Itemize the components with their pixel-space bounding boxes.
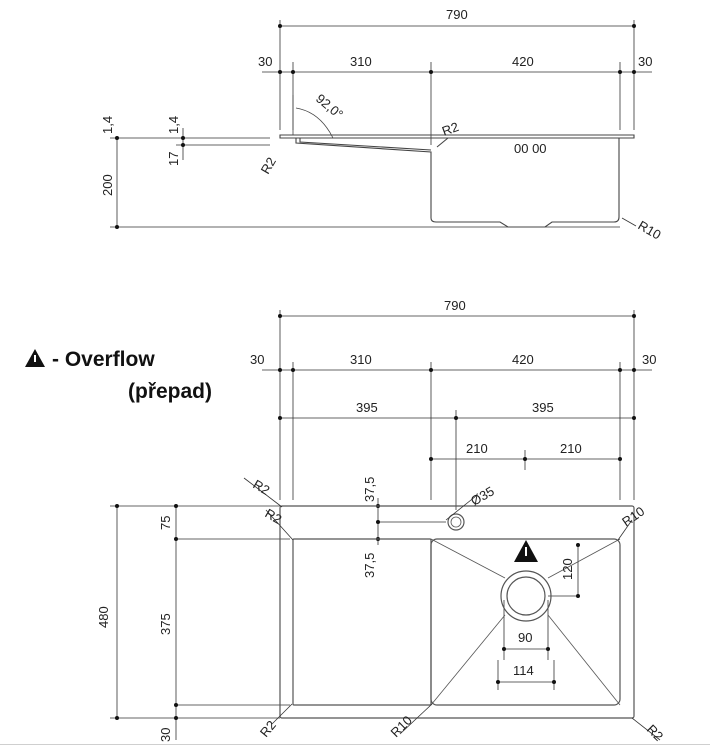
side-overall-width: 790 <box>446 7 468 22</box>
top-drainboard-width: 310 <box>350 352 372 367</box>
top-back-edge: 75 <box>158 516 173 530</box>
bowl-outline <box>430 538 621 706</box>
top-tap-offset-top: 37,5 <box>362 477 377 502</box>
top-tap-offset-bottom: 37,5 <box>362 553 377 578</box>
page-divider <box>0 744 710 745</box>
side-radius-left: R2 <box>258 155 279 177</box>
top-bowl-half-right: 210 <box>560 441 582 456</box>
warning-triangle-icon <box>25 349 45 367</box>
side-view <box>110 20 652 228</box>
top-half-right: 395 <box>532 400 554 415</box>
side-angle: 92,0° <box>313 91 346 122</box>
top-overall-width: 790 <box>444 298 466 313</box>
side-radius-bowl-bottom: R10 <box>636 218 664 243</box>
top-radius-bottom-mid: R10 <box>388 713 415 740</box>
side-drainboard-drop: 17 <box>166 152 181 166</box>
overflow-legend-title: - Overflow <box>52 348 155 371</box>
top-bowl-width: 420 <box>512 352 534 367</box>
top-front-edge: 30 <box>158 728 173 742</box>
top-radius-bottom-right: R2 <box>644 722 666 744</box>
side-view-dots <box>115 24 636 229</box>
top-half-left: 395 <box>356 400 378 415</box>
top-bowl-half-left: 210 <box>466 441 488 456</box>
side-bowl-width: 420 <box>512 54 534 69</box>
overflow-legend-subtitle: (přepad) <box>128 380 212 403</box>
drain-inner-ring <box>506 576 546 616</box>
top-drain-offset: 120 <box>560 558 575 580</box>
side-edge-left: 30 <box>258 54 272 69</box>
side-drainboard-width: 310 <box>350 54 372 69</box>
drain-outer-ring <box>500 570 552 622</box>
top-radius-top-left-inner: R2 <box>263 506 285 527</box>
top-view-dims <box>110 310 652 740</box>
top-radius-top-left-outer: R2 <box>251 477 273 498</box>
side-edge-right: 30 <box>638 54 652 69</box>
side-radius-bowl-edge: R2 <box>440 119 461 139</box>
top-edge-right: 30 <box>642 352 656 367</box>
top-overall-depth: 480 <box>96 606 111 628</box>
tap-hole <box>447 513 465 531</box>
side-depth: 200 <box>100 174 115 196</box>
overflow-legend: - Overflow <box>24 348 155 372</box>
top-radius-top-right: R10 <box>619 503 647 529</box>
top-drain-inner: 90 <box>518 630 532 645</box>
side-thickness-outer: 1,4 <box>100 116 115 134</box>
radius-leaders <box>243 477 661 741</box>
overflow-warning-icon <box>514 540 538 562</box>
top-tap-hole: Ø35 <box>468 483 497 508</box>
top-bowl-depth: 375 <box>158 613 173 635</box>
top-view-outline <box>279 505 635 719</box>
side-profile <box>279 95 635 228</box>
sink-outer-rim <box>279 505 635 719</box>
overflow-mark-text: 00 00 <box>514 141 547 156</box>
top-edge-left: 30 <box>250 352 264 367</box>
top-view-dots <box>115 314 636 720</box>
top-drain-outer: 114 <box>513 663 534 678</box>
side-thickness-inner: 1,4 <box>166 116 181 134</box>
